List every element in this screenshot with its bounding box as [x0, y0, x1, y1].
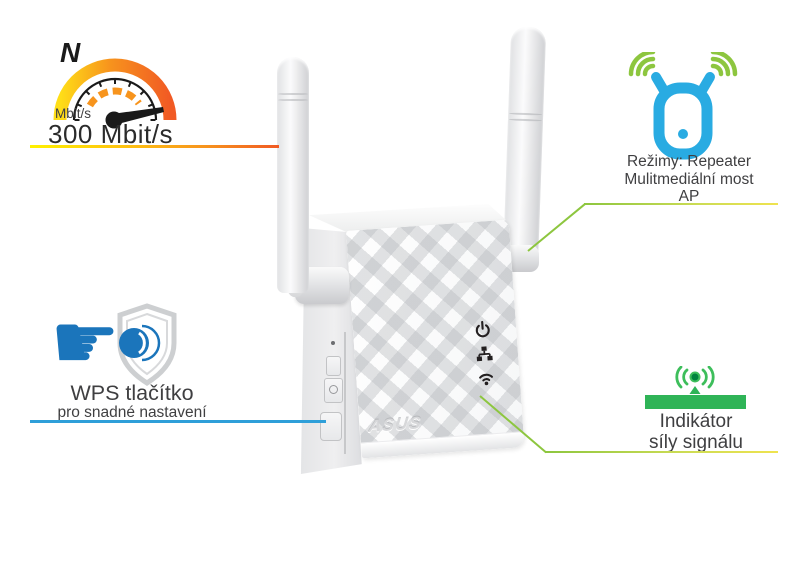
modes-line-2: Mulitmediální most [624, 170, 754, 188]
status-led-icons [474, 320, 495, 386]
modes-connector-line [584, 203, 778, 205]
signal-line-1: Indikátor [659, 411, 733, 432]
repeater-mode-icon [628, 52, 738, 160]
antenna-ridge [278, 99, 308, 101]
antenna-ridge [508, 118, 543, 122]
wps-connector-line [30, 420, 326, 423]
power-icon [475, 320, 490, 338]
signal-connector-line [545, 451, 778, 453]
asus-logo: ASUS [367, 413, 423, 436]
antenna-ridge [278, 93, 308, 95]
speed-value-label: 300 Mbit/s [48, 119, 173, 149]
lan-icon [476, 346, 493, 362]
signal-line-2: síly signálu [649, 431, 743, 453]
antenna-ridge [509, 112, 543, 116]
modes-label: Režimy: Repeater Mulitmediální most AP [596, 153, 782, 206]
signal-bar [645, 395, 746, 409]
power-button [324, 378, 343, 403]
wps-subtitle: pro snadné nastavení [57, 404, 207, 421]
wps-button [320, 412, 342, 441]
mode-switch [326, 356, 341, 376]
wifi-icon [479, 373, 493, 386]
modes-line-1: Režimy: Repeater [626, 153, 752, 170]
pointing-hand-icon: ☛ [50, 298, 120, 388]
gauge-unit-label: Mbit/s [55, 106, 91, 121]
modes-line-3: AP [678, 188, 700, 206]
device-front-face: ASUS [346, 219, 525, 459]
speed-connector-line [30, 145, 279, 148]
wps-title: WPS tlačítko [70, 381, 194, 405]
shield-icon [117, 303, 177, 386]
signal-label: Indikátor síly signálu [636, 411, 756, 454]
signal-strength-icon [675, 366, 715, 394]
side-panel-groove [344, 332, 346, 454]
power-button-icon [329, 385, 338, 394]
reset-pinhole [331, 341, 335, 345]
speedometer-icon: N Mbit/s [53, 37, 177, 129]
left-antenna [277, 57, 309, 293]
compass-label: N [60, 37, 81, 68]
